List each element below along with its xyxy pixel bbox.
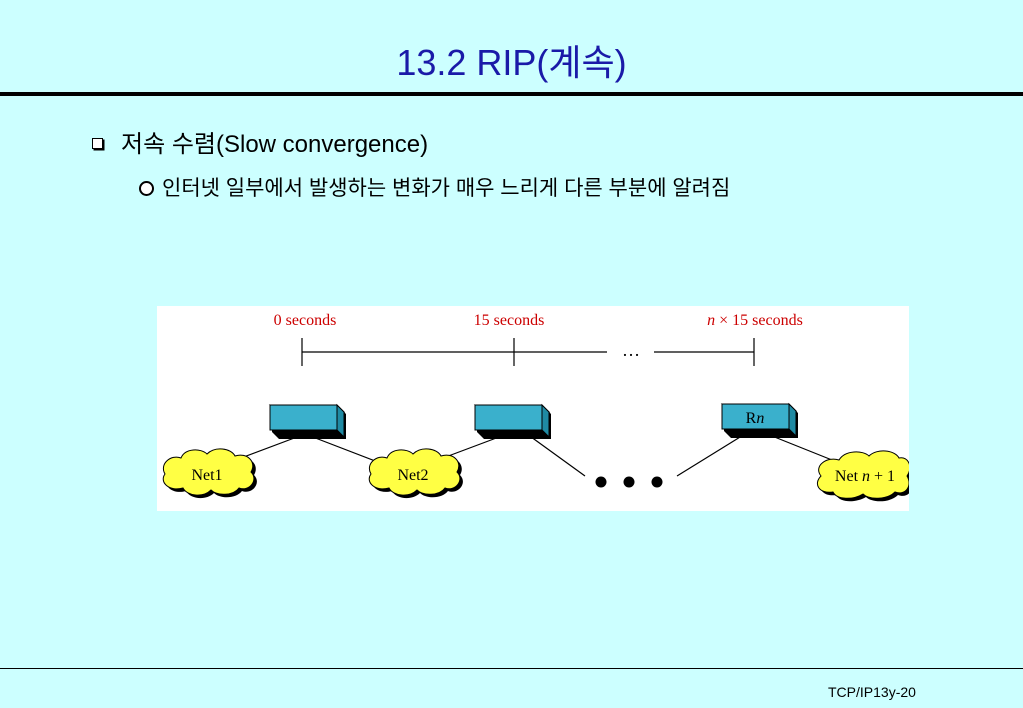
time-label-n-var: n	[707, 312, 715, 329]
link-r2-dots	[526, 433, 586, 477]
cloud-net1: Net1	[162, 448, 257, 499]
net2-label: Net2	[397, 467, 428, 484]
square-bullet-icon	[92, 138, 103, 149]
time-label-15: 15 seconds	[474, 312, 545, 329]
bullet-slow-convergence: 저속 수렴(Slow convergence)	[92, 124, 428, 159]
router-n-prefix: R	[746, 410, 757, 427]
bullet1-text: 저속 수렴(Slow convergence)	[121, 131, 429, 158]
page-title: 13.2 RIP(계속)	[396, 42, 627, 83]
cloud-net2: Net2	[368, 448, 463, 499]
time-label-n-rest: × 15 seconds	[715, 312, 803, 329]
dot-1	[595, 476, 607, 488]
time-label-0: 0 seconds	[274, 312, 337, 329]
netn-var: n	[862, 468, 870, 485]
timeline-ellipsis: …	[622, 340, 640, 360]
link-dots-rn	[676, 433, 746, 477]
router-n-var: n	[756, 410, 764, 427]
footer-divider	[0, 668, 1023, 669]
net-n-plus-1-label: Net n + 1	[835, 468, 895, 485]
router-1	[268, 403, 346, 439]
title-divider	[0, 92, 1023, 96]
router-n: Rn	[720, 402, 798, 438]
router-n-label: Rn	[746, 410, 765, 427]
router-2	[473, 403, 551, 439]
cloud-net-n-plus-1: Net n + 1	[817, 450, 909, 502]
time-label-n: n × 15 seconds	[707, 312, 803, 329]
bullet2-text: 인터넷 일부에서 발생하는 변화가 매우 느리게 다른 부분에 알려짐	[162, 177, 731, 200]
dot-3	[651, 476, 663, 488]
netn-prefix: Net	[835, 468, 862, 485]
rip-diagram: 0 seconds 15 seconds n × 15 seconds …	[157, 306, 909, 511]
circle-bullet-icon	[139, 180, 154, 196]
dot-2	[623, 476, 635, 488]
net1-label: Net1	[191, 467, 222, 484]
sub-bullet: 인터넷 일부에서 발생하는 변화가 매우 느리게 다른 부분에 알려짐	[139, 172, 730, 202]
rip-diagram-svg: 0 seconds 15 seconds n × 15 seconds …	[162, 312, 909, 502]
netn-suffix: + 1	[870, 468, 895, 485]
slide-footer: TCP/IP13y-20	[828, 684, 916, 700]
